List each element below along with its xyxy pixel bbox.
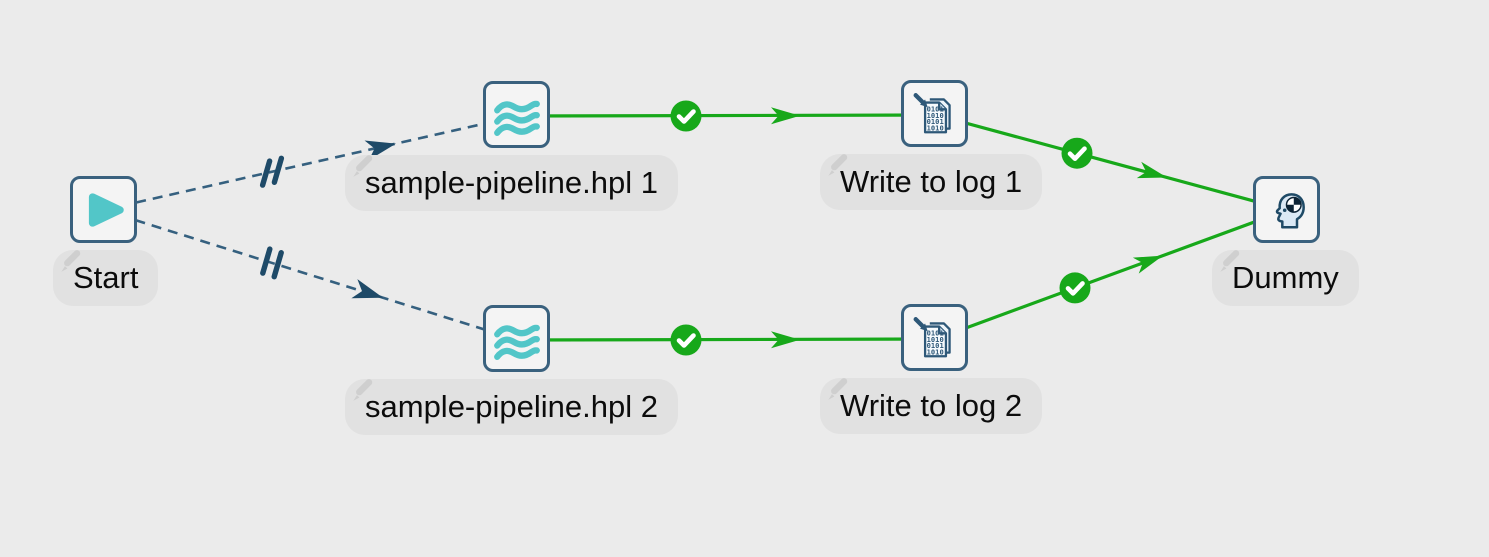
svg-text:1010: 1010: [926, 334, 943, 343]
pipeline-waves-icon: [493, 324, 540, 360]
edit-pencil-icon: [828, 378, 848, 400]
hop-arrowhead: [771, 107, 800, 125]
success-hop-icon[interactable]: [670, 324, 702, 356]
node-pipeline-2[interactable]: [483, 305, 550, 372]
node-label-dummy[interactable]: Dummy: [1212, 250, 1359, 306]
hop-write-log-1-to-dummy[interactable]: [935, 113, 1288, 212]
svg-text:0101: 0101: [926, 117, 943, 126]
hop-line: [517, 337, 937, 342]
svg-text:1010: 1010: [926, 110, 943, 119]
node-write-to-log-1[interactable]: 0101 1010 0101 1010: [901, 80, 968, 147]
unconditional-hop-icon[interactable]: [260, 246, 284, 280]
write-log-document-icon: 0101 1010 0101 1010: [913, 316, 951, 357]
node-label-write-to-log-2[interactable]: Write to log 2: [820, 378, 1043, 434]
pipeline-waves-icon: [493, 100, 540, 136]
hop-line: [935, 113, 1288, 212]
node-label-text: sample-pipeline.hpl 1: [365, 165, 658, 200]
svg-text:1010: 1010: [926, 123, 943, 132]
node-label-text: Dummy: [1232, 260, 1339, 295]
success-hop-icon[interactable]: [1059, 272, 1091, 304]
hop-arrowhead: [351, 279, 383, 299]
hop-line: [935, 208, 1288, 341]
edit-pencil-icon: [353, 379, 373, 401]
hop-pipeline-2-to-write-log-2[interactable]: [517, 324, 937, 356]
edit-pencil-icon: [61, 250, 81, 272]
edit-pencil-icon: [828, 154, 848, 176]
unconditional-hop-icon[interactable]: [259, 155, 285, 188]
node-label-pipeline-1[interactable]: sample-pipeline.hpl 1: [345, 155, 678, 211]
hop-write-log-2-to-dummy[interactable]: [935, 208, 1288, 341]
node-label-text: Write to log 2: [840, 388, 1023, 423]
node-label-pipeline-2[interactable]: sample-pipeline.hpl 2: [345, 379, 678, 435]
svg-text:0101: 0101: [926, 341, 943, 350]
node-label-text: Write to log 1: [840, 164, 1023, 199]
svg-text:1010: 1010: [926, 347, 943, 356]
svg-text:0101: 0101: [926, 104, 943, 113]
arrow-into-log-icon: [913, 92, 928, 107]
hop-arrowhead: [771, 331, 800, 349]
hop-arrowhead: [1136, 161, 1167, 179]
hop-line: [102, 208, 519, 342]
node-start[interactable]: [70, 176, 137, 243]
hop-line: [102, 114, 519, 212]
hop-line: [517, 113, 937, 118]
node-write-to-log-2[interactable]: 0101 1010 0101 1010: [901, 304, 968, 371]
dummy-head-icon: [1275, 192, 1305, 228]
node-label-write-to-log-1[interactable]: Write to log 1: [820, 154, 1043, 210]
svg-text:0101: 0101: [926, 328, 943, 337]
edit-pencil-icon: [353, 155, 373, 177]
node-label-text: Start: [73, 260, 139, 295]
node-pipeline-1[interactable]: [483, 81, 550, 148]
node-dummy[interactable]: [1253, 176, 1320, 243]
hop-arrowhead: [1132, 255, 1163, 274]
node-label-start[interactable]: Start: [53, 250, 159, 306]
arrow-into-log-icon: [913, 316, 928, 331]
hop-pipeline-1-to-write-log-1[interactable]: [517, 100, 937, 132]
edit-pencil-icon: [1220, 250, 1240, 272]
play-icon: [88, 192, 124, 227]
success-hop-icon[interactable]: [1061, 137, 1093, 169]
node-label-text: sample-pipeline.hpl 2: [365, 389, 658, 424]
write-log-document-icon: 0101 1010 0101 1010: [913, 92, 951, 133]
hop-start-to-pipeline-2[interactable]: [102, 208, 519, 342]
success-hop-icon[interactable]: [670, 100, 702, 132]
